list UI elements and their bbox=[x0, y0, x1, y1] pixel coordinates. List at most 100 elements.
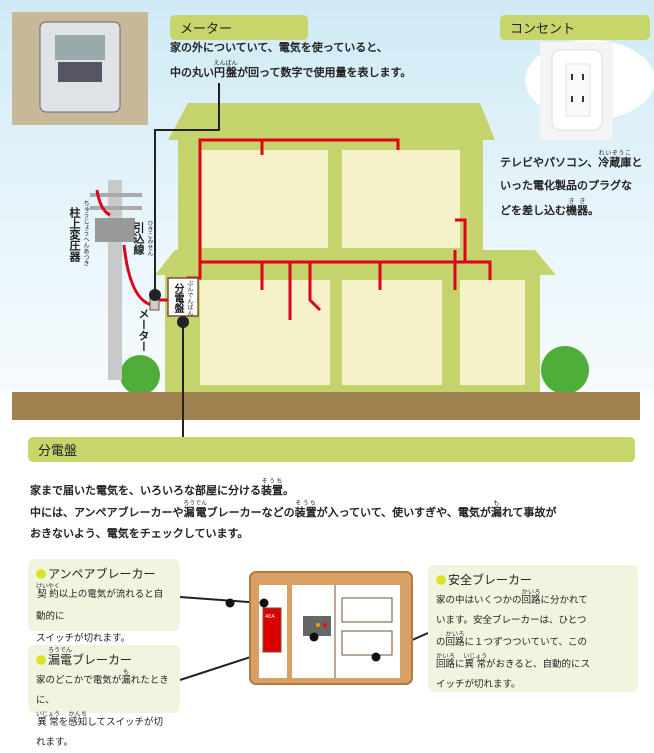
ruby-text: 感知かんち bbox=[68, 711, 88, 728]
ruby-text: 異常いじょう bbox=[463, 653, 488, 670]
furigana: も bbox=[121, 669, 131, 676]
ampere-breaker-callout: アンペアブレーカー 契約けいやく以上の電気が流れると自動的に スイッチが切れます… bbox=[28, 559, 180, 644]
furigana: きき bbox=[566, 198, 588, 205]
room bbox=[200, 280, 330, 385]
ruby-text: 異常いじょう bbox=[36, 711, 61, 728]
bullet-icon bbox=[36, 569, 46, 579]
service-wire bbox=[122, 244, 153, 307]
room bbox=[342, 280, 442, 385]
text-segment: ブレーカー bbox=[72, 653, 133, 667]
safety-breaker-title: 安全ブレーカー bbox=[448, 573, 533, 587]
text-segment: 。 bbox=[588, 204, 599, 217]
text-segment: の bbox=[436, 637, 446, 648]
safety-breaker-line1: 家の中はいくつかの回路かいろに分かれて bbox=[436, 589, 630, 611]
text-segment: がおきると、自動的にス bbox=[486, 659, 590, 670]
text-segment: いった電化製品のプラグな bbox=[500, 179, 632, 192]
text-segment: れて事故が bbox=[501, 506, 557, 519]
text-segment: 家の外についていて、電気を使っていると、 bbox=[170, 41, 388, 54]
text-segment: イッチが切れます。 bbox=[436, 679, 521, 690]
outlet-desc-line2: いった電化製品のプラグな bbox=[500, 174, 632, 198]
bullet-icon bbox=[436, 575, 446, 585]
outlet-desc-line1: テレビやパソコン、冷蔵庫れいぞうこと bbox=[500, 150, 642, 175]
furigana: かいろ bbox=[521, 589, 541, 596]
ruby-text: 装置そうち bbox=[294, 500, 317, 519]
safety-breaker-line3: の回路かいろに１つずつついていて、この bbox=[436, 631, 630, 653]
breaker-rating: 40A bbox=[265, 614, 275, 620]
service-wire bbox=[95, 189, 111, 217]
transformer-label: 柱上変圧器 bbox=[68, 207, 81, 262]
leakage-breaker-title: 漏電ろうでんブレーカー bbox=[48, 647, 133, 667]
panel-desc-line2: 中には、アンペアブレーカーや漏電ろうでんブレーカーなどの装置そうちが入っていて、… bbox=[30, 500, 557, 525]
text-segment: 家の中はいくつかの bbox=[436, 595, 522, 606]
furigana: れいぞうこ bbox=[598, 150, 632, 157]
service-line-label: 引込線 bbox=[132, 222, 145, 255]
panel-section-title: 分電盤 bbox=[28, 437, 635, 462]
furigana: そうち bbox=[261, 478, 283, 485]
furigana: ろうでん bbox=[183, 500, 208, 507]
house bbox=[155, 103, 556, 392]
text-segment: どを差し込む bbox=[500, 204, 566, 217]
text-segment: 以上の電気が流れると自動的に bbox=[36, 589, 164, 622]
ruby-text: 円盤えんばん bbox=[213, 60, 238, 79]
meter-desc-line2: 中の丸い円盤えんばんが回って数字で使用量を表します。 bbox=[170, 60, 411, 85]
furigana: そうち bbox=[294, 500, 317, 507]
panel-device bbox=[167, 277, 199, 317]
bush bbox=[541, 346, 589, 394]
text-segment: が入っていて、使いすぎや、電気が bbox=[316, 506, 491, 519]
text-segment: スイッチが切れます。 bbox=[36, 633, 131, 644]
furigana: けいやく bbox=[36, 583, 61, 590]
meter-label: メーター bbox=[137, 308, 150, 352]
text-segment: を bbox=[58, 717, 69, 728]
safety-breakers-row bbox=[341, 630, 393, 656]
ruby-text: 回路かいろ bbox=[445, 631, 465, 648]
furigana: ろうでん bbox=[48, 647, 73, 654]
ruby-text: 回路かいろ bbox=[436, 653, 456, 670]
text-segment: おきないよう、電気をチェックしています。 bbox=[30, 527, 249, 540]
text-segment: います。安全ブレーカーは、ひとつ bbox=[436, 615, 587, 626]
safety-breaker-line2: います。安全ブレーカーは、ひとつ bbox=[436, 611, 630, 631]
transformer-ruby: ちゅうじょうへんあつき bbox=[82, 200, 89, 266]
outlet-title: コンセント bbox=[500, 15, 650, 40]
ruby-text: 装置そうち bbox=[261, 478, 283, 497]
text-segment: と bbox=[631, 156, 643, 169]
text-segment: 家まで届いた電気を、いろいろな部屋に分ける bbox=[30, 484, 261, 497]
outlet-photo bbox=[540, 42, 613, 140]
ground bbox=[12, 392, 640, 420]
leakage-breaker-line2: 異常いじょうを感知かんちしてスイッチが切れます。 bbox=[36, 711, 172, 753]
safety-breaker-line5: イッチが切れます。 bbox=[436, 675, 630, 695]
ampere-breaker-line2: スイッチが切れます。 bbox=[36, 628, 172, 650]
leakage-breaker-callout: 漏電ろうでんブレーカー 家のどこかで電気が漏もれたときに、 異常いじょうを感知か… bbox=[28, 645, 180, 748]
meter-title: メーター bbox=[170, 15, 308, 40]
furigana: えんばん bbox=[213, 60, 238, 67]
safety-breaker-line4: 回路かいろに異常いじょうがおきると、自動的にス bbox=[436, 653, 630, 675]
ampere-breaker-line1: 契約けいやく以上の電気が流れると自動的に bbox=[36, 583, 172, 628]
ruby-text: 漏電ろうでん bbox=[183, 500, 208, 519]
furigana: も bbox=[490, 500, 502, 507]
text-segment: テレビやパソコン、 bbox=[500, 156, 599, 169]
safety-breaker-callout: 安全ブレーカー 家の中はいくつかの回路かいろに分かれて います。安全ブレーカーは… bbox=[428, 565, 638, 692]
meter-photo bbox=[12, 12, 148, 125]
text-segment: 。 bbox=[283, 484, 294, 497]
bush bbox=[120, 355, 160, 395]
panel-desc-line1: 家まで届いた電気を、いろいろな部屋に分ける装置そうち。 bbox=[30, 478, 294, 503]
panel-ruby: ぶんでんばん bbox=[186, 280, 193, 316]
ruby-text: 機器きき bbox=[566, 198, 588, 217]
ampere-breaker-title: アンペアブレーカー bbox=[48, 567, 156, 581]
furigana: いじょう bbox=[463, 653, 488, 660]
text-segment: に１つずつついていて、この bbox=[464, 637, 587, 648]
text-segment: 中には、アンペアブレーカーや bbox=[30, 506, 184, 519]
room bbox=[342, 150, 460, 248]
house-illustration: 40A bbox=[12, 12, 640, 685]
meter-desc-line1: 家の外についていて、電気を使っていると、 bbox=[170, 36, 388, 60]
room bbox=[200, 150, 328, 248]
bullet-icon bbox=[36, 655, 46, 665]
panel-desc-line3: おきないよう、電気をチェックしています。 bbox=[30, 522, 248, 546]
outlet-desc-line3: どを差し込む機器きき。 bbox=[500, 198, 599, 223]
ruby-text: 回路かいろ bbox=[521, 589, 541, 606]
ruby-text: 漏電ろうでん bbox=[48, 647, 73, 667]
text-segment: 中の丸い bbox=[170, 66, 214, 79]
furigana: かいろ bbox=[436, 653, 455, 660]
text-segment: に分かれて bbox=[540, 595, 588, 606]
panel-label: 分電盤 bbox=[172, 283, 183, 313]
leakage-breaker-line1: 家のどこかで電気が漏もれたときに、 bbox=[36, 669, 172, 711]
